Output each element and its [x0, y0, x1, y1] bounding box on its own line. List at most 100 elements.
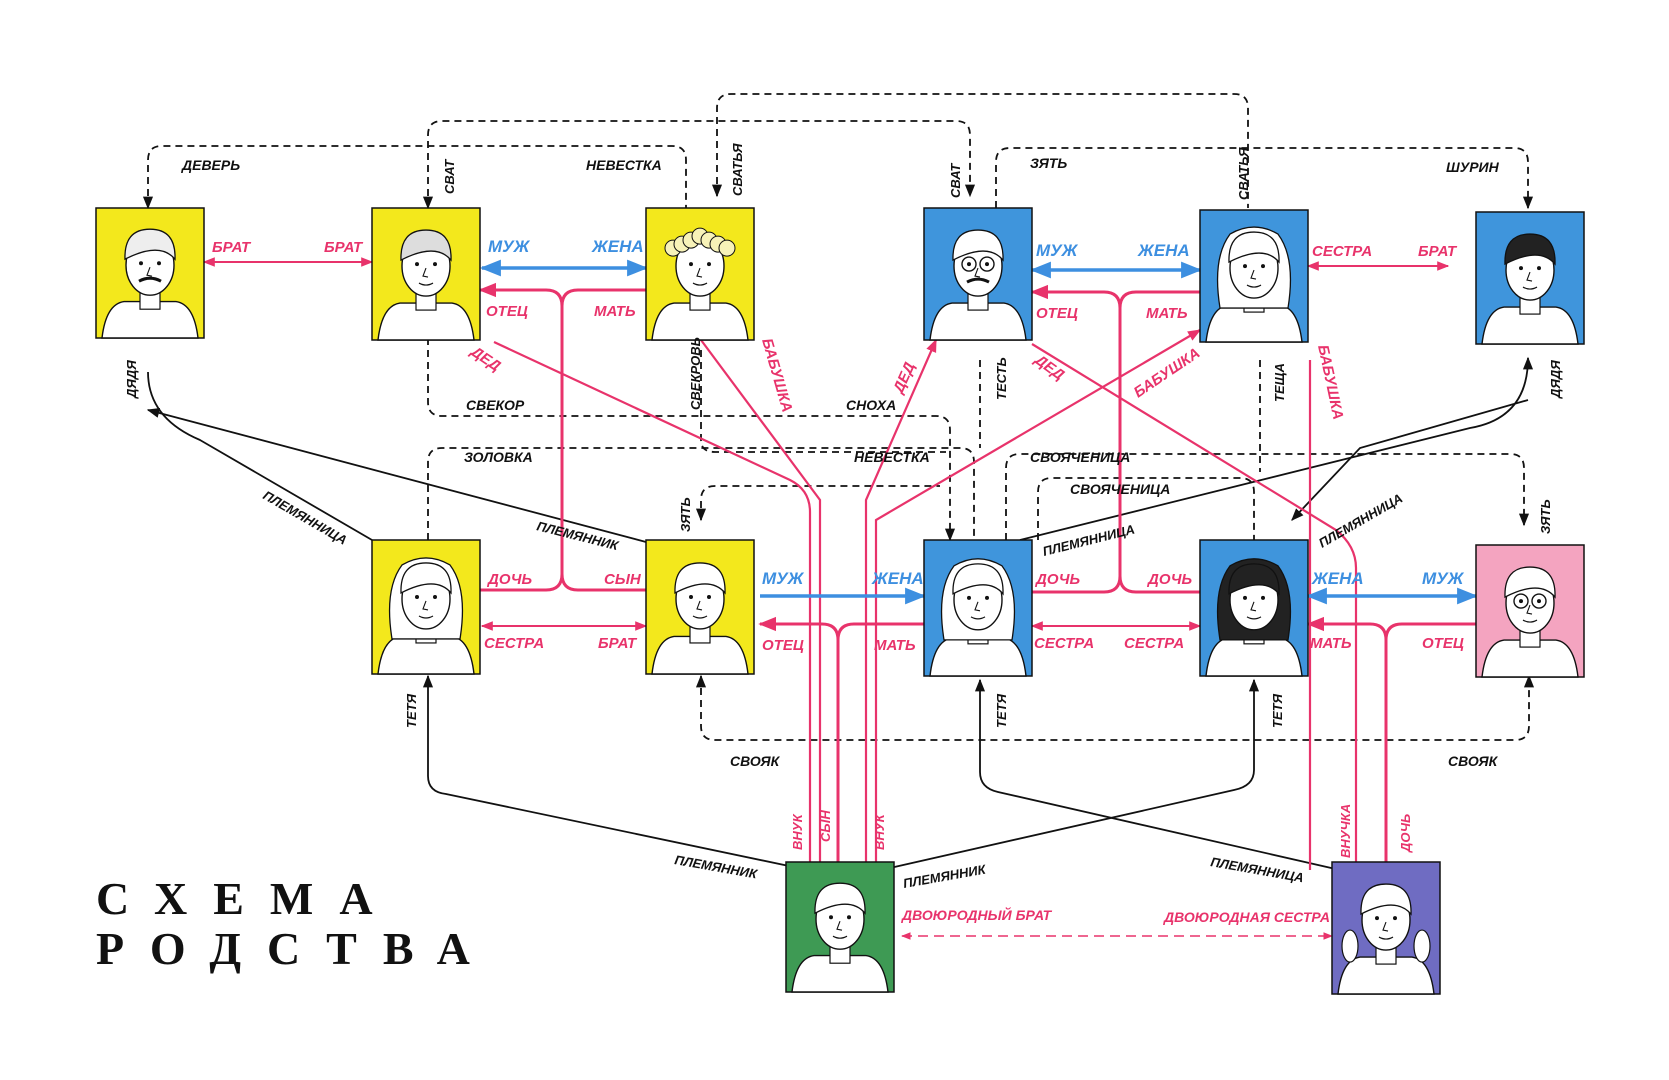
mustache	[966, 277, 990, 284]
label-nevestka-2: НЕВЕСТКА	[854, 449, 930, 465]
nose	[1250, 269, 1257, 280]
label-dvoyurodnaya-sestra: ДВОЮРОДНАЯ СЕСТРА	[1163, 909, 1330, 925]
nephew-links	[146, 356, 1534, 871]
mustache	[138, 276, 162, 283]
label-babushka-1: БАБУШКА	[758, 336, 795, 414]
label-muzh-3: МУЖ	[762, 569, 805, 588]
mouth	[1522, 286, 1538, 290]
link-dever	[142, 145, 687, 210]
eye	[1519, 599, 1523, 604]
label-tetya-1: ТЕТЯ	[404, 693, 419, 728]
shoulders	[101, 300, 199, 339]
label-zhena-3: ЖЕНА	[871, 569, 924, 588]
nose	[974, 601, 981, 612]
label-plemyannitsa-2: ПЛЕМЯННИЦА	[1041, 522, 1136, 559]
portrait-uncle-left	[95, 207, 205, 339]
label-babushka-3: БАБУШКА	[1314, 343, 1346, 421]
portrait-son	[785, 861, 895, 993]
eye	[707, 262, 711, 267]
link-ded-maternal-girl	[1031, 343, 1358, 870]
portraits	[95, 207, 1585, 995]
eye	[1243, 264, 1247, 269]
portrait-aunt-husband	[1475, 544, 1585, 678]
label-sestra-3: СЕСТРА	[1034, 635, 1094, 652]
eye	[1393, 916, 1397, 921]
label-svoyak-1: СВОЯК	[730, 753, 781, 769]
label-sestra-2: СЕСТРА	[484, 635, 544, 652]
eye	[1537, 266, 1541, 271]
label-vnuchka: ВНУЧКА	[1338, 804, 1353, 858]
label-zhena-1: ЖЕНА	[591, 237, 644, 256]
label-sestra-1: СЕСТРА	[1312, 243, 1372, 260]
label-otec-2: ОТЕЦ	[1036, 305, 1078, 322]
mouth	[692, 282, 708, 286]
nose	[146, 267, 153, 277]
link-dyadya-right-nephew	[1019, 356, 1534, 541]
labels: БРАТ БРАТ МУЖ ЖЕНА ОТЕЦ МАТЬ МУЖ ЖЕНА ОТ…	[124, 143, 1563, 925]
mouth	[418, 282, 434, 286]
eye	[433, 594, 437, 599]
label-babushka-2: БАБУШКА	[1131, 345, 1204, 402]
nose	[836, 921, 843, 931]
eye	[985, 595, 989, 600]
label-dyadya-2: ДЯДЯ	[1548, 360, 1563, 399]
glasses-lens	[1513, 593, 1529, 609]
link-tetya-maternal-son	[889, 678, 1260, 869]
hair-curl	[718, 239, 736, 257]
nose	[1250, 601, 1257, 612]
link-svoyachenitsa-2	[1037, 477, 1255, 540]
eye	[967, 595, 971, 600]
label-zyat-1: ЗЯТЬ	[1030, 155, 1067, 171]
eye	[139, 261, 143, 266]
link-babushka-paternal	[700, 339, 822, 870]
label-vnuk-1: ВНУК	[790, 813, 805, 850]
label-otec-1: ОТЕЦ	[486, 303, 528, 320]
mouth	[832, 935, 848, 939]
hair	[952, 229, 1004, 262]
label-dyadya-1: ДЯДЯ	[124, 360, 139, 399]
mouth	[1246, 284, 1262, 288]
link-grandparents-maternal	[1032, 292, 1200, 594]
label-mat-4: МАТЬ	[1310, 635, 1352, 652]
eye	[707, 594, 711, 599]
label-mat-2: МАТЬ	[1146, 305, 1188, 322]
label-snoha: СНОХА	[846, 397, 896, 413]
portrait-grandmother-paternal	[645, 207, 755, 341]
label-zhena-2: ЖЕНА	[1137, 241, 1190, 260]
label-svatya-2: СВАТЬЯ	[1236, 147, 1251, 200]
label-dvoyurodny-brat: ДВОЮРОДНЫЙ БРАТ	[901, 906, 1053, 923]
label-svatya-1: СВАТЬЯ	[730, 143, 745, 196]
label-mat-1: МАТЬ	[594, 303, 636, 320]
label-svat-1: СВАТ	[442, 159, 457, 194]
label-test: ТЕСТЬ	[994, 357, 1009, 400]
link-svekrov	[700, 350, 946, 453]
in-law-links	[142, 93, 1535, 741]
portrait-cousin-girl	[1331, 861, 1441, 995]
mouth	[418, 615, 434, 619]
hair	[814, 882, 866, 915]
link-svat-top	[422, 120, 976, 210]
label-tetya-3: ТЕТЯ	[1270, 693, 1285, 728]
nose	[1526, 271, 1533, 282]
glasses-lens	[979, 256, 995, 272]
pigtail	[1413, 929, 1431, 963]
label-teshcha: ТЕЩА	[1272, 363, 1287, 402]
link-ded-paternal	[493, 341, 812, 870]
nose	[696, 600, 703, 611]
diagram-title-line-2: РОДСТВА	[96, 923, 496, 974]
hair	[1228, 231, 1280, 264]
label-ded-1: ДЕД	[466, 342, 504, 375]
shoulders	[651, 635, 749, 675]
hair	[674, 562, 726, 595]
eye	[847, 915, 851, 920]
glasses-lens	[961, 256, 977, 272]
label-muzh-1: МУЖ	[488, 237, 531, 256]
link-dyadya-right-niece	[1291, 399, 1529, 521]
eye	[1261, 595, 1265, 600]
nose	[974, 267, 981, 278]
link-nevestka	[695, 485, 940, 522]
label-plemyannitsa-1: ПЛЕМЯННИЦА	[261, 488, 350, 548]
label-muzh-2: МУЖ	[1036, 241, 1079, 260]
label-svoyachenitsa-1: СВОЯЧЕНИЦА	[1030, 449, 1130, 465]
eye	[415, 262, 419, 267]
